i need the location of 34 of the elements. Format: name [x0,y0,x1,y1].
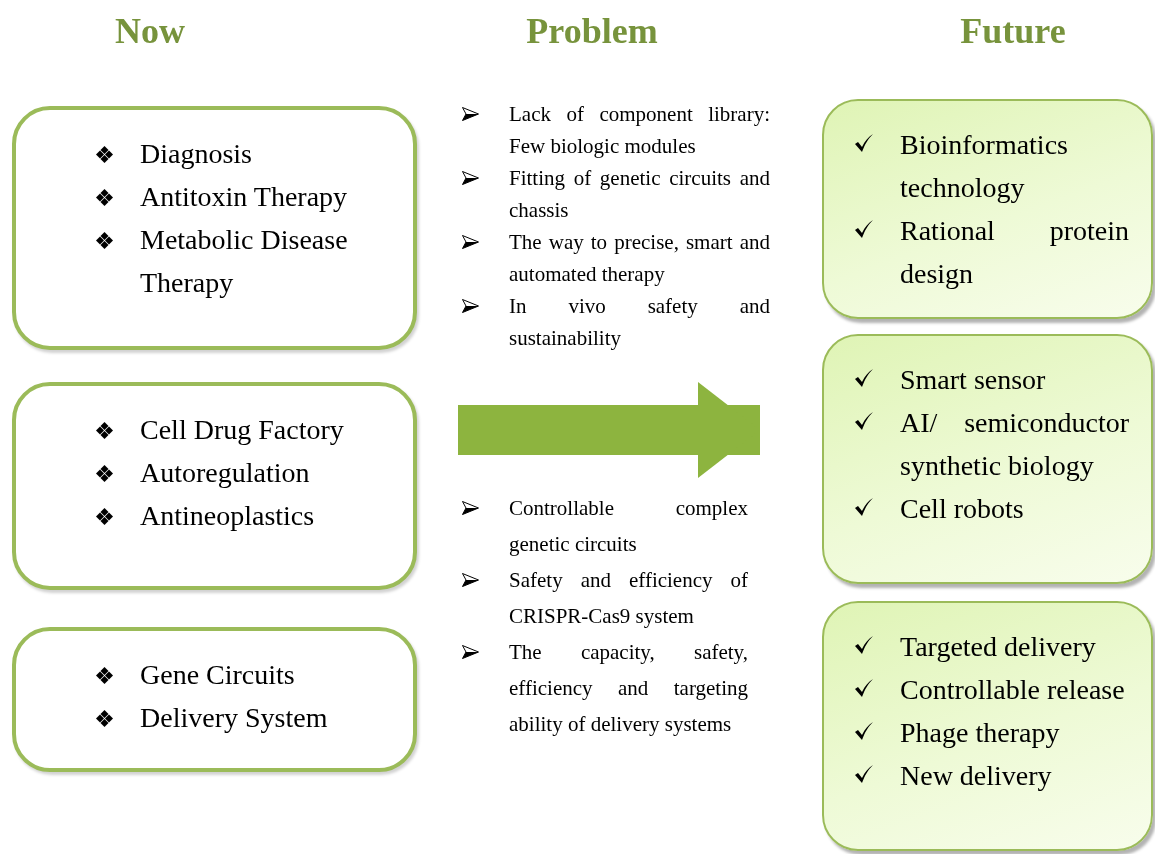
list-item-text: Cell robots [900,492,1025,526]
problem-text: Fitting of genetic circuits and chassis [509,165,770,224]
gradient-rounded-box [822,99,1153,319]
gradient-rounded-box [822,601,1153,851]
list-item-text: Diagnosis [140,137,253,171]
list-item-text: Antineoplastics [140,499,316,533]
list-item-text: Delivery System [140,701,329,735]
problem-text: The capacity, safety, efficiency and targeting ability of delivery systems [509,639,748,738]
problem-text: Safety and efficiency of CRISPR-Cas9 system [509,567,748,630]
problem-text: Lack of component library: Few biologic modules [509,101,770,160]
list-item-text: Metabolic Disease Therapy [140,223,349,300]
rounded-box [12,106,417,350]
problem-text: Controllable complex genetic circuits [509,495,748,558]
problem-text: In vivo safety and sustainability [509,293,770,352]
list-item-text: AI/ semiconductor synthetic biology [900,406,1129,483]
list-item-text: Antitoxin Therapy [140,180,349,214]
gradient-rounded-box [822,334,1153,584]
column-heading: Problem [526,10,658,52]
column-heading: Now [115,10,185,52]
list-item-text: Autoregulation [140,456,311,490]
list-item-text: Gene Circuits [140,658,296,692]
rounded-box [12,627,417,772]
problem-text: The way to precise, smart and automated therapy [509,229,770,288]
list-item-text: Phage therapy [900,716,1061,750]
list-item-text: Bioinformatics technology [900,128,1069,205]
list-item-text: Controllable release [900,673,1126,707]
block-arrow [458,382,760,478]
list-item-text: Targeted delivery [900,630,1097,664]
column-heading: Future [960,10,1066,52]
list-item-text: Cell Drug Factory [140,413,345,447]
list-item-text: Rational protein design [900,214,1129,291]
list-item-text: New delivery [900,759,1053,793]
rounded-box [12,382,417,590]
list-item-text: Smart sensor [900,363,1047,397]
